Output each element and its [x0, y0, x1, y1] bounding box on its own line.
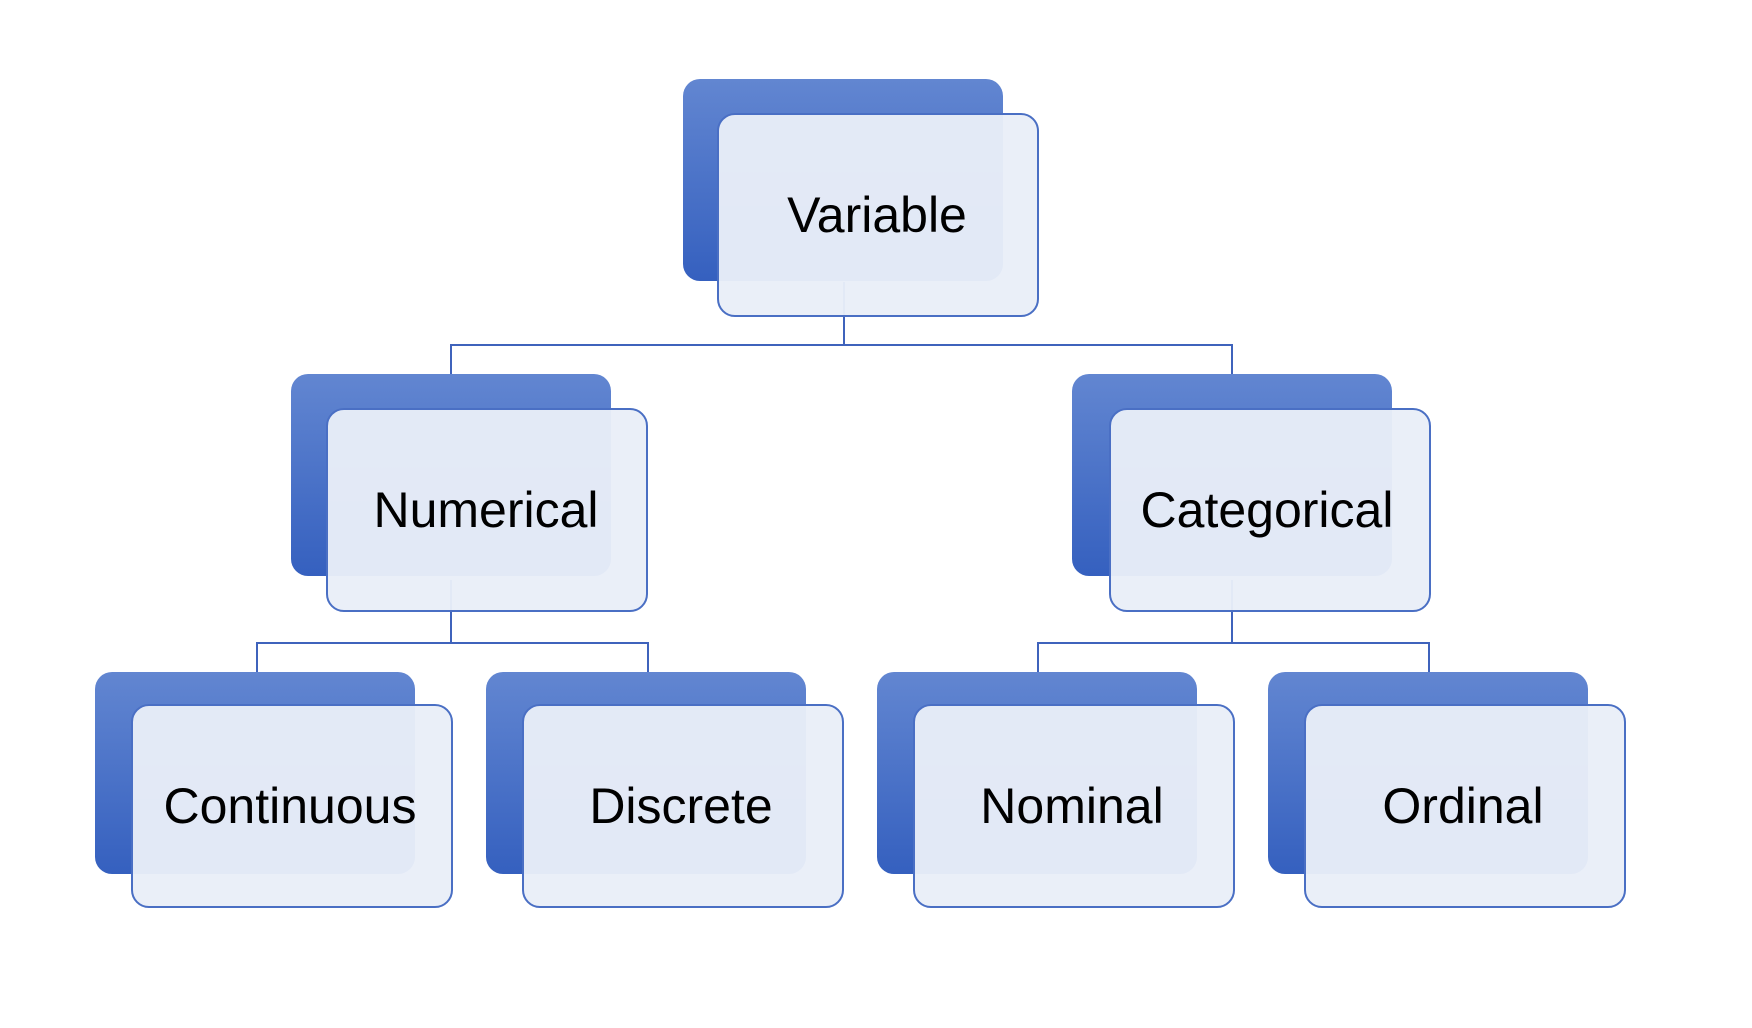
node-variable: Variable: [683, 79, 1039, 317]
node-nominal-front-box: [913, 704, 1235, 908]
node-continuous: Continuous: [95, 672, 453, 908]
node-ordinal-label: Ordinal: [1382, 778, 1543, 834]
node-continuous-front-box: [131, 704, 453, 908]
node-continuous-label: Continuous: [164, 778, 417, 834]
node-numerical-label: Numerical: [373, 482, 598, 538]
node-categorical-front-box: [1109, 408, 1431, 612]
node-variable-front-box: [717, 113, 1039, 317]
node-categorical: Categorical: [1072, 374, 1431, 612]
node-nominal: Nominal: [877, 672, 1235, 908]
node-categorical-label: Categorical: [1141, 482, 1394, 538]
node-numerical-front-box: [326, 408, 648, 612]
node-ordinal-front-box: [1304, 704, 1626, 908]
node-ordinal: Ordinal: [1268, 672, 1626, 908]
node-discrete-front-box: [522, 704, 844, 908]
node-discrete-label: Discrete: [589, 778, 772, 834]
node-nominal-label: Nominal: [980, 778, 1163, 834]
node-discrete: Discrete: [486, 672, 844, 908]
node-variable-label: Variable: [787, 187, 967, 243]
node-numerical: Numerical: [291, 374, 648, 612]
